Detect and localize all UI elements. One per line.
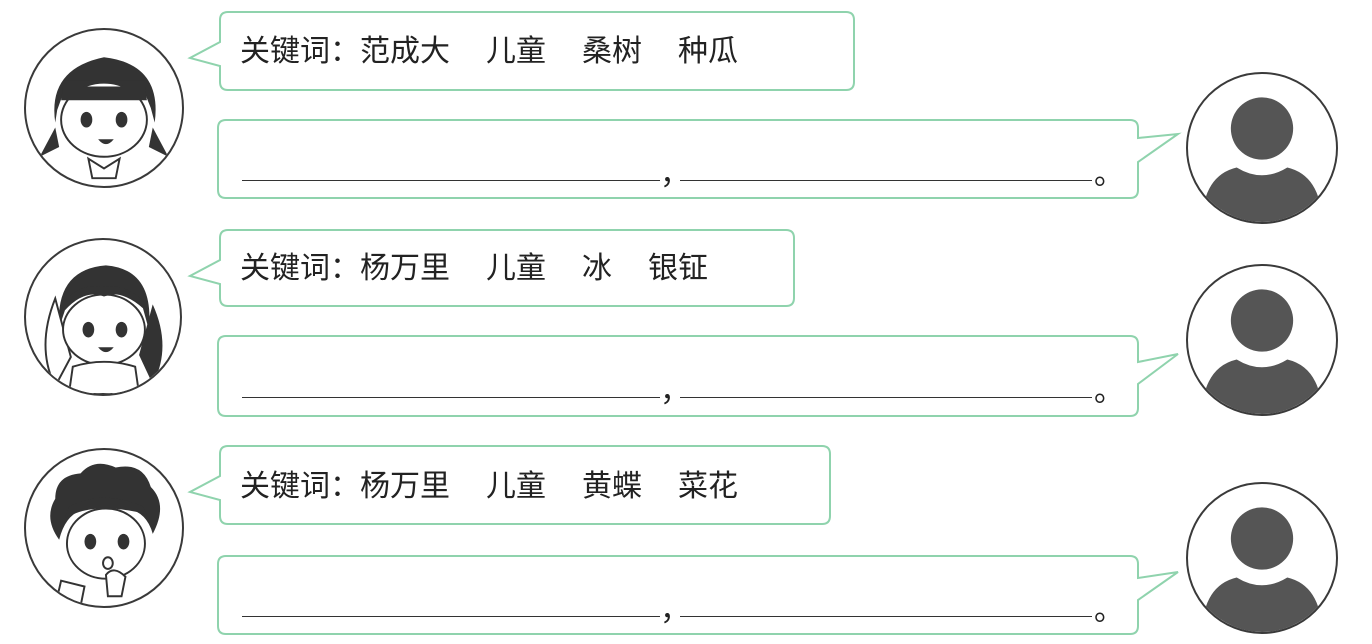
- keyword-item: 黄蝶: [582, 469, 642, 504]
- keyword-line: 关键词：杨万里 儿童 黄蝶 菜花: [240, 467, 738, 507]
- comma: ，: [660, 593, 690, 628]
- keyword-item: 种瓜: [678, 34, 738, 69]
- answer-blank[interactable]: [680, 616, 1092, 618]
- keyword-item: 杨万里: [360, 469, 450, 504]
- answer-bubble: [217, 555, 1179, 635]
- boy-curly-avatar-icon: [24, 448, 184, 608]
- keyword-item: 银钲: [648, 251, 708, 286]
- answer-blank[interactable]: [242, 616, 660, 618]
- keyword-bubble: [187, 229, 795, 307]
- answer-blank[interactable]: [242, 180, 660, 182]
- keyword-label: 关键词：: [240, 251, 360, 286]
- period: 。: [1094, 374, 1124, 409]
- comma: ，: [660, 157, 690, 192]
- user-silhouette-icon: [1186, 264, 1338, 416]
- keyword-item: 范成大: [360, 34, 450, 69]
- keyword-item: 儿童: [486, 251, 546, 286]
- girl-ponytail-avatar-icon: [24, 238, 182, 396]
- keyword-bubble: [187, 445, 831, 525]
- user-silhouette-icon: [1186, 482, 1338, 634]
- answer-bubble: [217, 335, 1179, 417]
- answer-blank[interactable]: [680, 397, 1092, 399]
- keyword-bubble: [187, 11, 855, 91]
- girl-bangs-avatar-icon: [24, 28, 184, 188]
- keyword-line: 关键词：杨万里 儿童 冰 银钲: [240, 249, 708, 289]
- answer-blank[interactable]: [242, 397, 660, 399]
- keyword-line: 关键词：范成大 儿童 桑树 种瓜: [240, 32, 738, 72]
- period: 。: [1094, 593, 1124, 628]
- user-silhouette-icon: [1186, 72, 1338, 224]
- keyword-item: 杨万里: [360, 251, 450, 286]
- keyword-item: 儿童: [486, 34, 546, 69]
- keyword-item: 儿童: [486, 469, 546, 504]
- comma: ，: [660, 374, 690, 409]
- keyword-item: 桑树: [582, 34, 642, 69]
- keyword-item: 冰: [582, 251, 612, 286]
- keyword-label: 关键词：: [240, 34, 360, 69]
- answer-bubble: [217, 119, 1182, 199]
- keyword-label: 关键词：: [240, 469, 360, 504]
- keyword-item: 菜花: [678, 469, 738, 504]
- answer-blank[interactable]: [680, 180, 1092, 182]
- period: 。: [1094, 157, 1124, 192]
